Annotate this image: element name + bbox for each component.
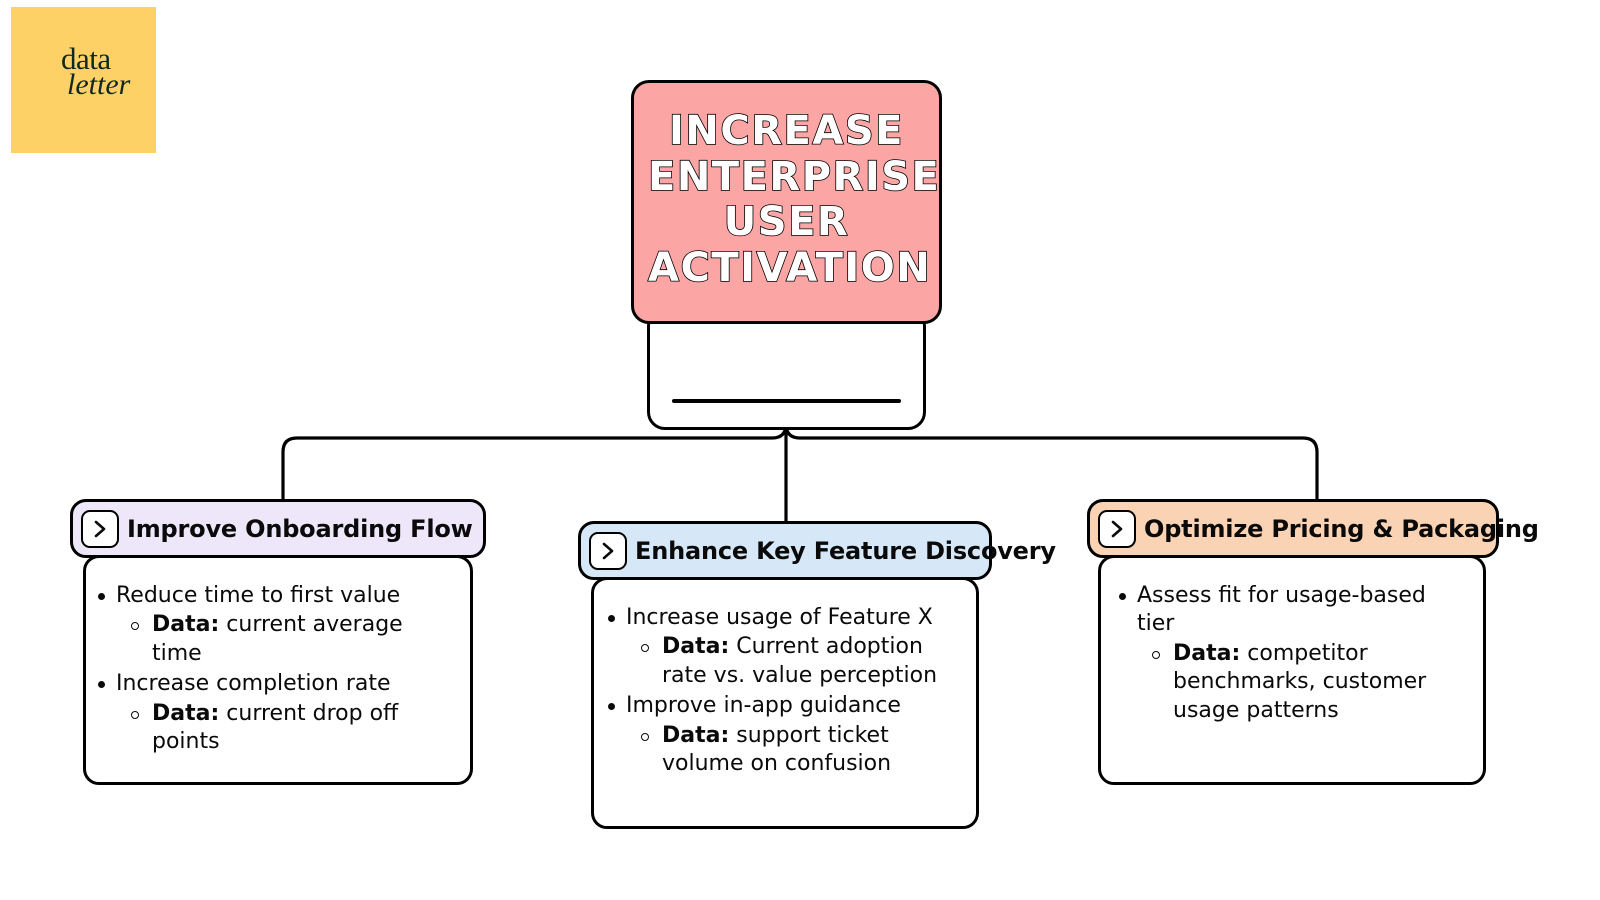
- node-improve-onboarding-flow[interactable]: Reduce time to first value Data: current…: [70, 499, 486, 785]
- list-item: Increase usage of Feature X Data: Curren…: [604, 604, 962, 690]
- sub-item-label: Data:: [1173, 640, 1241, 666]
- bullet-list-pricing: Assess fit for usage-based tier Data: co…: [1115, 582, 1461, 725]
- root-node-header[interactable]: INCREASE ENTERPRISE USER ACTIVATION: [631, 80, 942, 325]
- list-item: Reduce time to first value Data: current…: [94, 582, 454, 668]
- node-header-discovery[interactable]: Enhance Key Feature Discovery: [578, 521, 1056, 580]
- root-node-rule: [672, 399, 901, 403]
- list-item: Increase completion rate Data: current d…: [94, 670, 454, 756]
- list-item-text: Increase completion rate: [116, 671, 391, 697]
- list-item-text: Improve in-app guidance: [626, 693, 901, 719]
- brand-logo: data letter: [11, 7, 156, 153]
- node-enhance-key-feature-discovery[interactable]: Increase usage of Feature X Data: Curren…: [578, 521, 1056, 829]
- node-header-pricing[interactable]: Optimize Pricing & Packaging: [1087, 499, 1539, 558]
- list-item-sub: Data: Current adoption rate vs. value pe…: [626, 633, 962, 690]
- sub-item-label: Data:: [662, 634, 730, 660]
- sub-item-text: support ticket volume on confusion: [662, 722, 892, 776]
- list-item: Assess fit for usage-based tier Data: co…: [1115, 582, 1461, 725]
- chevron-right-icon[interactable]: [589, 531, 627, 570]
- list-item: Improve in-app guidance Data: support ti…: [604, 692, 962, 778]
- bullet-list-discovery: Increase usage of Feature X Data: Curren…: [604, 604, 962, 778]
- node-body-pricing: Assess fit for usage-based tier Data: co…: [1098, 555, 1486, 785]
- sub-item-label: Data:: [152, 612, 220, 638]
- connector-to-onboarding: [281, 423, 788, 502]
- list-item-sub: Data: competitor benchmarks, customer us…: [1137, 640, 1461, 725]
- node-title-onboarding: Improve Onboarding Flow: [127, 514, 473, 543]
- sub-item-text: competitor benchmarks, customer usage pa…: [1173, 640, 1427, 723]
- sub-item-label: Data:: [662, 722, 730, 748]
- sub-bullet-list: Data: competitor benchmarks, customer us…: [1137, 640, 1461, 725]
- sub-bullet-list: Data: support ticket volume on confusion: [626, 722, 962, 779]
- root-node-body: [647, 308, 926, 430]
- sub-item-text: Current adoption rate vs. value percepti…: [662, 634, 938, 688]
- node-title-pricing: Optimize Pricing & Packaging: [1144, 514, 1539, 543]
- list-item-sub: Data: current drop off points: [116, 700, 454, 757]
- bullet-list-onboarding: Reduce time to first value Data: current…: [94, 582, 454, 756]
- chevron-right-icon[interactable]: [81, 509, 119, 548]
- brand-logo-line-2: letter: [67, 67, 131, 101]
- sub-item-label: Data:: [152, 700, 220, 726]
- node-title-discovery: Enhance Key Feature Discovery: [635, 536, 1056, 565]
- node-body-discovery: Increase usage of Feature X Data: Curren…: [591, 577, 979, 829]
- sub-bullet-list: Data: Current adoption rate vs. value pe…: [626, 633, 962, 690]
- root-node-title: INCREASE ENTERPRISE USER ACTIVATION: [647, 107, 941, 291]
- list-item-text: Assess fit for usage-based tier: [1137, 583, 1426, 637]
- list-item-text: Increase usage of Feature X: [626, 605, 933, 630]
- brand-logo-wordmark: data letter: [61, 41, 141, 101]
- sub-bullet-list: Data: current drop off points: [116, 700, 454, 757]
- list-item-sub: Data: current average time: [116, 611, 454, 668]
- node-body-onboarding: Reduce time to first value Data: current…: [83, 555, 473, 785]
- root-node[interactable]: INCREASE ENTERPRISE USER ACTIVATION: [631, 80, 942, 430]
- sub-item-text: current drop off points: [152, 700, 399, 754]
- sub-item-text: current average time: [152, 612, 403, 666]
- list-item-text: Reduce time to first value: [116, 583, 401, 608]
- connector-to-pricing: [784, 423, 1319, 502]
- list-item-sub: Data: support ticket volume on confusion: [626, 722, 962, 779]
- brand-logo-line-1: data: [61, 41, 111, 76]
- node-optimize-pricing-packaging[interactable]: Assess fit for usage-based tier Data: co…: [1087, 499, 1539, 785]
- sub-bullet-list: Data: current average time: [116, 611, 454, 668]
- chevron-right-icon[interactable]: [1098, 509, 1136, 548]
- node-header-onboarding[interactable]: Improve Onboarding Flow: [70, 499, 486, 558]
